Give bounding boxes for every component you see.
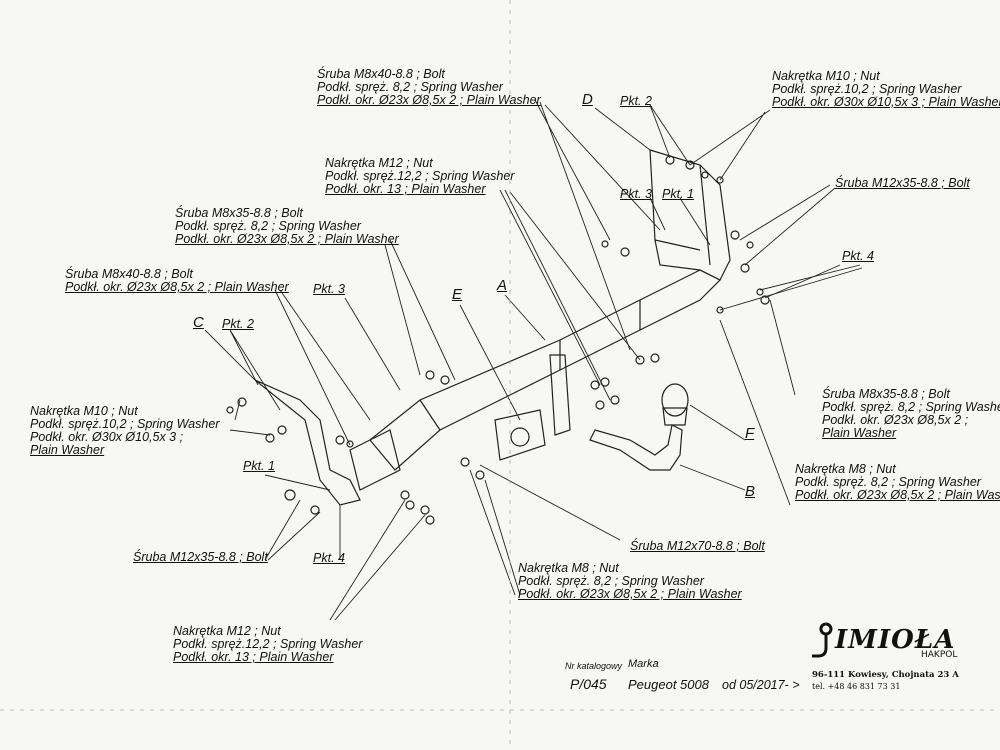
letter-b: B [745,483,756,500]
label-line: Plain Washer [30,443,105,457]
label-line: Podkł. spręż.10,2 ; Spring Washer [30,417,220,431]
label-line: Podkł. spręż. 8,2 ; Spring Washer [175,219,361,233]
valid-from-date: od 05/2017- > [722,678,800,692]
letter-d: D [582,91,593,108]
label-line: Nakrętka M8 ; Nut [518,561,619,575]
callout-pkt4-bottom: Pkt. 4 [313,551,345,565]
left-bracket [254,379,361,506]
label-line: Nakrętka M10 ; Nut [772,69,880,83]
label-line: Podkł. okr. 13 ; Plain Washer [325,182,486,196]
callout-pkt2-left: Pkt. 2 [222,317,254,331]
tow-ball [661,383,689,417]
letter-e: E [452,286,463,303]
label-line: Śruba M8x35-8.8 ; Bolt [822,387,950,401]
callout-pkt3-top: Pkt. 3 [620,187,652,201]
label-line: Podkł. okr. Ø23x Ø8,5x 2 ; Plain Washer [518,587,742,601]
tow-hook [589,424,683,471]
label-line: Podkł. spręż.12,2 ; Spring Washer [173,637,363,651]
label-line: Podkł. okr. Ø23x Ø8,5x 2 ; Plain Wash [795,488,1000,502]
phone: tel. +48 46 831 73 31 [812,682,901,691]
label-top-bolt-m8x40: Śruba M8x40-8.8 ; Bolt Podkł. spręż. 8,2… [317,68,541,107]
label-line: Podkł. okr. Ø23x Ø8,5x 2 ; [822,413,969,427]
label-line: Podkł. spręż.12,2 ; Spring Washer [325,169,515,183]
brand-value: Peugeot 5008 [628,677,709,692]
label-line: Podkł. okr. Ø23x Ø8,5x 2 ; Plain Washer [175,232,399,246]
label-line: Podkł. okr. Ø30x Ø10,5x 3 ; [30,430,184,444]
catalog-value: P/045 [570,676,607,692]
callout-pkt1-top: Pkt. 1 [662,187,694,201]
logo-imiola: IMIOŁA [835,625,956,655]
label-line: Śruba M8x35-8.8 ; Bolt [175,206,303,220]
label-bottom-nut-m8: Nakrętka M8 ; Nut Podkł. spręż. 8,2 ; Sp… [518,562,742,601]
label-line: Podkł. spręż. 8,2 ; Spring Washer [822,400,1000,414]
label-line: Śruba M8x40-8.8 ; Bolt [317,67,445,81]
catalog-label: Nr katalogowy [565,661,623,671]
crossbar-beam [369,269,722,471]
label-line: Podkł. okr. Ø23x Ø8,5x 2 ; Plain Washer [317,93,541,107]
label-line: Nakrętka M12 ; Nut [325,156,433,170]
address: 96-111 Kowiesy, Chojnata 23 A [812,670,959,680]
label-left-bolt-m8x40: Śruba M8x40-8.8 ; Bolt Podkł. okr. Ø23x … [65,268,289,294]
fastener-stacks [226,155,770,525]
label-line: Nakrętka M10 ; Nut [30,404,138,418]
logo-hakpol: HAKPOL [921,650,958,660]
label-line: Śruba M8x40-8.8 ; Bolt [65,267,193,281]
label-line: Nakrętka M12 ; Nut [173,624,281,638]
right-bracket [649,149,731,281]
label-line: Nakrętka M8 ; Nut [795,462,896,476]
callout-pkt3-left: Pkt. 3 [313,282,345,296]
label-line: Podkł. spręż. 8,2 ; Spring Washer [317,80,503,94]
callout-pkt4-right: Pkt. 4 [842,249,874,263]
label-right-bolt-m12x35: Śruba M12x35-8.8 ; Bolt [835,176,970,190]
label-bottom-nut-m12: Nakrętka M12 ; Nut Podkł. spręż.12,2 ; S… [173,625,362,664]
label-line: Podkł. spręż.10,2 ; Spring Washer [772,82,962,96]
label-line: Podkł. spręż. 8,2 ; Spring Washer [795,475,981,489]
label-right-bolt-m8x35: Śruba M8x35-8.8 ; Bolt Podkł. spręż. 8,2… [822,388,1000,440]
label-line: Plain Washer [822,426,897,440]
brand-label: Marka [628,658,659,670]
label-bolt-m12x70: Śruba M12x70-8.8 ; Bolt [630,539,765,553]
callout-pkt2-top: Pkt. 2 [620,94,652,108]
label-line: Podkł. spręż. 8,2 ; Spring Washer [518,574,704,588]
label-top-right-nut-m10: Nakrętka M10 ; Nut Podkł. spręż.10,2 ; S… [772,70,1000,109]
label-top-nut-m12: Nakrętka M12 ; Nut Podkł. spręż.12,2 ; S… [325,157,514,196]
letter-f: F [745,425,755,442]
label-line: Podkł. okr. Ø23x Ø8,5x 2 ; Plain Washer [65,280,289,294]
callout-pkt1-left: Pkt. 1 [243,459,275,473]
letter-a: A [497,277,508,294]
mount-plate [494,409,546,461]
label-left-bolt-m12x35: Śruba M12x35-8.8 ; Bolt [133,550,268,564]
logo-hook-mark [812,622,833,658]
label-left-nut-m10: Nakrętka M10 ; Nut Podkł. spręż.10,2 ; S… [30,405,219,457]
label-line: Podkł. okr. 13 ; Plain Washer [173,650,334,664]
label-line: Podkł. okr. Ø30x Ø10,5x 3 ; Plain Washer [772,95,1000,109]
label-left-bolt-m8x35: Śruba M8x35-8.8 ; Bolt Podkł. spręż. 8,2… [175,207,399,246]
letter-c: C [193,314,204,331]
label-right-nut-m8: Nakrętka M8 ; Nut Podkł. spręż. 8,2 ; Sp… [795,463,1000,502]
